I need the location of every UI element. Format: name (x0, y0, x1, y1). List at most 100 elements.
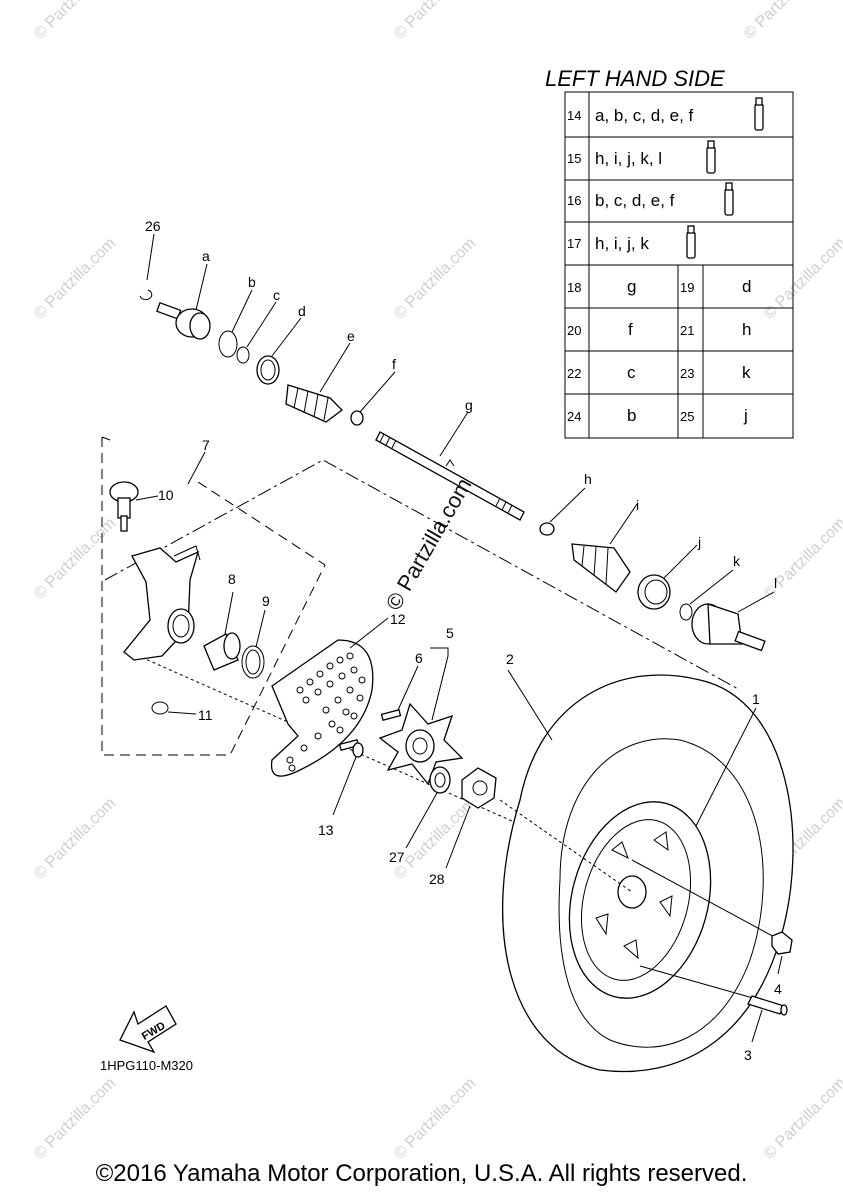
washer-27 (429, 766, 451, 794)
grease-tube-icon (686, 225, 696, 259)
pair-letter: f (628, 320, 633, 339)
kit-letters: a, b, c, d, e, f (595, 106, 694, 125)
bolt-13 (338, 738, 364, 758)
callout-e: e (347, 328, 355, 344)
callout-4: 4 (774, 981, 782, 997)
callout-6: 6 (415, 650, 423, 666)
brake-disc-12 (270, 639, 374, 777)
drive-shaft-g (375, 431, 525, 521)
pair-number: 22 (567, 366, 581, 381)
watermark: © Partzilla.com (31, 795, 119, 883)
knuckle-assembly-box (101, 436, 326, 756)
callout-l: l (774, 575, 777, 591)
pair-number: 25 (680, 409, 694, 424)
wheel-bearing-8 (203, 632, 241, 671)
callout-k: k (733, 553, 741, 569)
watermark: © Partzilla.com (761, 235, 843, 323)
circlip-9 (241, 645, 265, 679)
grease-tube-icon (754, 97, 764, 131)
callout-c: c (273, 287, 280, 303)
kit-number: 17 (567, 236, 581, 251)
circlip-26 (139, 289, 153, 301)
callout-5: 5 (446, 625, 454, 641)
grease-tube-icon (706, 140, 716, 174)
watermark: © Partzilla.com (391, 235, 479, 323)
callout-1: 1 (752, 691, 760, 707)
outer-cv-joint-a (156, 301, 211, 340)
pair-number: 18 (567, 280, 581, 295)
watermark: © Partzilla.com (761, 1075, 843, 1163)
callout-d: d (298, 303, 306, 319)
wheel-nut-4 (771, 931, 793, 955)
partzilla-watermark: © Partzilla.com (381, 474, 477, 615)
pair-letter: j (743, 406, 748, 425)
wheel-rim-1 (568, 801, 712, 999)
stud-bolt-6 (380, 708, 402, 722)
callout-j: j (697, 534, 701, 550)
watermark: © Partzilla.com (391, 0, 479, 43)
ball-joint-10 (109, 481, 139, 532)
pair-number: 19 (680, 280, 694, 295)
callout-7: 7 (202, 437, 210, 453)
pair-letter: b (627, 406, 636, 425)
callout-a: a (202, 248, 210, 264)
kit-number: 16 (567, 193, 581, 208)
pair-number: 21 (680, 323, 694, 338)
callout-26: 26 (145, 218, 161, 234)
circlip-c (236, 346, 250, 364)
cotter-pin-11 (151, 701, 169, 715)
callout-27: 27 (389, 849, 405, 865)
callout-h: h (584, 471, 592, 487)
outer-cv-joint-group: 26 a b c d e (139, 218, 396, 426)
kit-number: 14 (567, 108, 581, 123)
callout-b: b (248, 274, 256, 290)
pair-number: 23 (680, 366, 694, 381)
callout-2: 2 (506, 651, 514, 667)
callout-8: 8 (228, 571, 236, 587)
kit-letters: h, i, j, k (595, 234, 649, 253)
pair-number: 20 (567, 323, 581, 338)
circlip-k (679, 603, 693, 621)
forward-arrow-icon: FWD (119, 1005, 177, 1054)
axle-nut-28 (461, 767, 497, 809)
pair-letter: h (742, 320, 751, 339)
callout-f: f (392, 356, 396, 372)
inner-cv-joint-group: h i j k l (539, 471, 777, 652)
callout-g: g (465, 397, 473, 413)
pair-letter: k (742, 363, 751, 382)
callout-11: 11 (198, 707, 213, 723)
watermark: © Partzilla.com (31, 515, 119, 603)
inner-cv-joint-l (691, 603, 766, 652)
pair-letter: d (742, 277, 751, 296)
callout-12: 12 (390, 611, 406, 627)
reference-line (104, 459, 741, 691)
callout-13: 13 (318, 822, 334, 838)
copyright-notice: ©2016 Yamaha Motor Corporation, U.S.A. A… (95, 1160, 748, 1187)
boot-band-f (350, 410, 364, 426)
diagram-code: 1HPG110-M320 (100, 1058, 193, 1073)
o-ring-b (218, 330, 238, 358)
callout-28: 28 (429, 871, 445, 887)
pair-letter: g (627, 277, 636, 296)
callout-10: 10 (158, 487, 174, 503)
wheel-hub-5 (378, 702, 464, 786)
callout-9: 9 (262, 593, 270, 609)
kit-letters: h, i, j, k, l (595, 149, 662, 168)
pair-letter: c (627, 363, 636, 382)
left-hand-side-table: LEFT HAND SIDE 14 a, b, c, d, e, f 15 h,… (545, 66, 794, 439)
table-title: LEFT HAND SIDE (545, 66, 725, 91)
tire-valve-3 (747, 995, 788, 1016)
watermark: © Partzilla.com (31, 1075, 119, 1163)
watermark: © Partzilla.com (741, 0, 829, 43)
boot-e (285, 384, 343, 423)
boot-band-j (637, 574, 671, 610)
boot-band-h (539, 522, 555, 536)
pair-number: 24 (567, 409, 581, 424)
watermark: © Partzilla.com (31, 235, 119, 323)
watermark: © Partzilla.com (391, 1075, 479, 1163)
kit-number: 15 (567, 151, 581, 166)
watermark: © Partzilla.com (391, 795, 479, 883)
steering-knuckle (123, 545, 201, 661)
kit-letters: b, c, d, e, f (595, 191, 675, 210)
